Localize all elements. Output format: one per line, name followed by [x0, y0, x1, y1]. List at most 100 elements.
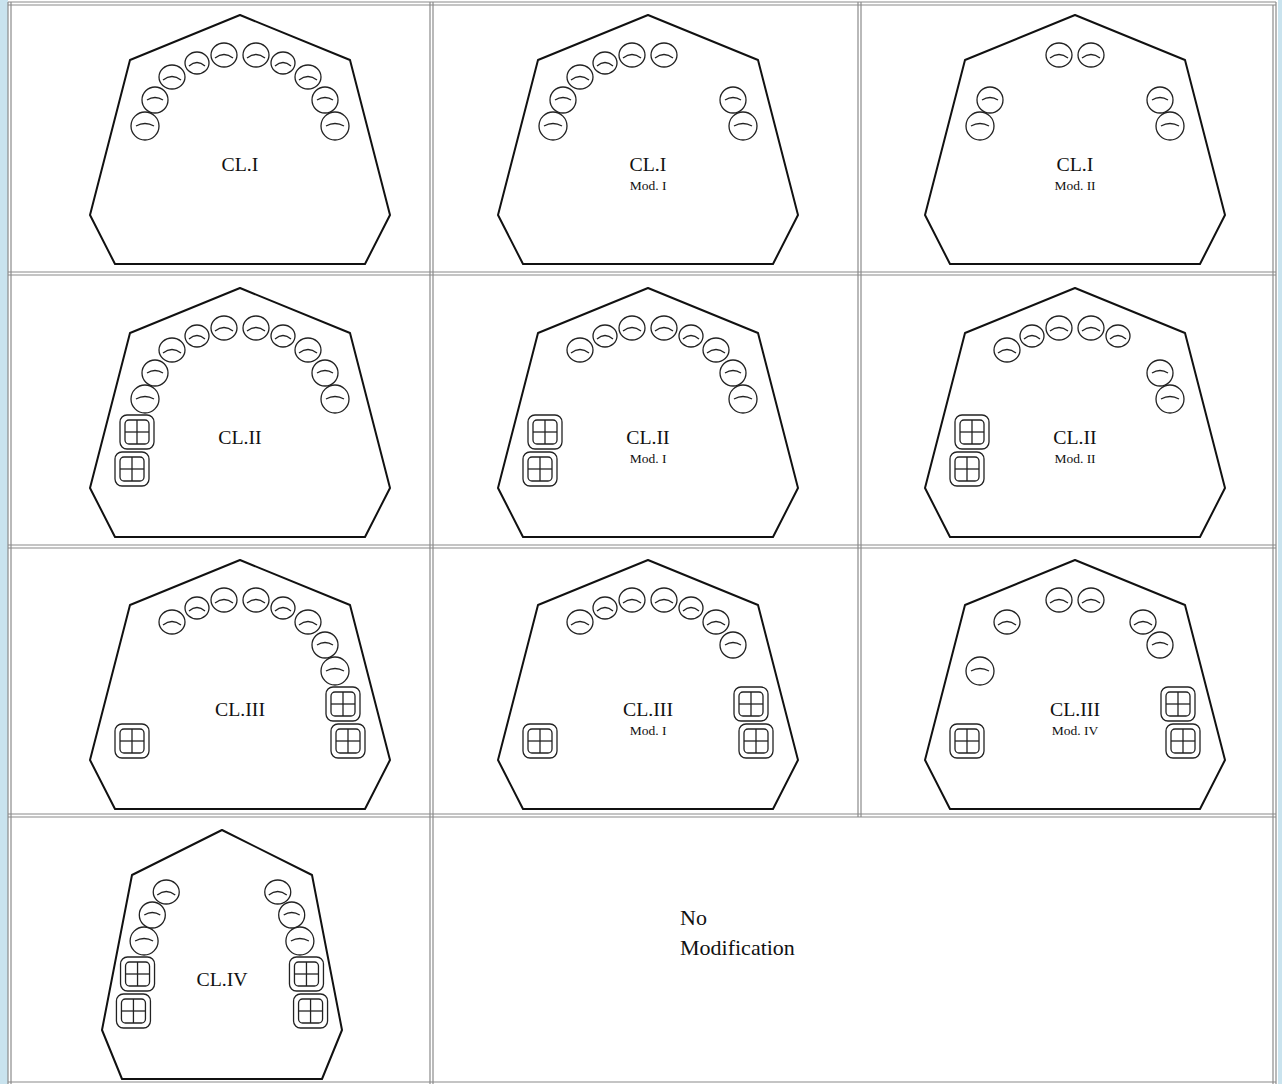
tooth	[679, 325, 703, 347]
tooth	[977, 87, 1003, 113]
tooth	[1046, 43, 1072, 67]
tooth	[720, 360, 746, 386]
tooth	[243, 43, 269, 67]
tooth	[523, 452, 557, 486]
tooth	[131, 385, 159, 413]
tooth	[312, 87, 338, 113]
class-label-group: CL.IIMod. II	[925, 424, 1225, 468]
arch-outline	[498, 15, 798, 265]
tooth	[159, 338, 185, 362]
tooth	[523, 724, 557, 758]
tooth	[265, 880, 291, 904]
arch-outline	[90, 560, 390, 810]
tooth	[729, 112, 757, 140]
tooth	[115, 724, 149, 758]
tooth	[1078, 43, 1104, 67]
tooth	[994, 338, 1020, 362]
tooth	[1147, 360, 1173, 386]
tooth	[271, 597, 295, 619]
dental-arch: CL.IMod. II	[925, 15, 1225, 265]
tooth	[286, 927, 314, 955]
class-label-group: CL.III	[90, 696, 390, 722]
arch-outline	[90, 15, 390, 265]
tooth	[131, 112, 159, 140]
dental-arch: CL.II	[90, 288, 390, 538]
tooth	[720, 87, 746, 113]
modification-label: Mod. I	[498, 450, 798, 468]
class-label: CL.II	[90, 424, 390, 450]
class-label: CL.III	[90, 696, 390, 722]
class-label: CL.IV	[102, 966, 342, 992]
tooth	[289, 957, 323, 991]
tooth	[651, 316, 677, 340]
arch-outline	[925, 15, 1225, 265]
modification-label: Mod. I	[498, 722, 798, 740]
tooth	[619, 43, 645, 67]
tooth	[142, 87, 168, 113]
dental-arch: CL.IIIMod. I	[498, 560, 798, 810]
tooth	[294, 994, 328, 1028]
arch-outline	[925, 288, 1225, 538]
tooth	[321, 657, 349, 685]
tooth	[142, 360, 168, 386]
tooth	[679, 597, 703, 619]
tooth	[1147, 632, 1173, 658]
arch-outline	[498, 288, 798, 538]
note-text: No Modification	[680, 903, 820, 963]
tooth	[739, 724, 773, 758]
tooth	[312, 360, 338, 386]
tooth	[153, 880, 179, 904]
tooth	[321, 385, 349, 413]
tooth	[185, 325, 209, 347]
tooth	[1078, 316, 1104, 340]
tooth	[703, 338, 729, 362]
class-label-group: CL.IMod. I	[498, 151, 798, 195]
class-label: CL.III	[925, 696, 1225, 722]
arch-outline	[498, 560, 798, 810]
tooth	[271, 325, 295, 347]
tooth	[1078, 588, 1104, 612]
tooth	[120, 415, 154, 449]
tooth	[1147, 87, 1173, 113]
tooth	[211, 316, 237, 340]
class-label: CL.I	[90, 151, 390, 177]
tooth	[295, 338, 321, 362]
dental-arch: CL.I	[90, 15, 390, 265]
tooth	[950, 724, 984, 758]
class-label-group: CL.IMod. II	[925, 151, 1225, 195]
class-label: CL.II	[498, 424, 798, 450]
tooth	[1166, 724, 1200, 758]
class-label-group: CL.II	[90, 424, 390, 450]
tooth	[966, 112, 994, 140]
tooth	[1156, 112, 1184, 140]
tooth	[1130, 610, 1156, 634]
tooth	[185, 597, 209, 619]
modification-label: Mod. II	[925, 177, 1225, 195]
dental-arch: CL.IMod. I	[498, 15, 798, 265]
tooth	[528, 415, 562, 449]
tooth	[550, 87, 576, 113]
arch-outline	[925, 560, 1225, 810]
tooth	[994, 610, 1020, 634]
tooth	[312, 632, 338, 658]
tooth	[651, 588, 677, 612]
tooth	[121, 957, 155, 991]
tooth	[159, 610, 185, 634]
tooth	[593, 52, 617, 74]
tooth	[729, 385, 757, 413]
tooth	[734, 687, 768, 721]
tooth	[1161, 687, 1195, 721]
tooth	[295, 610, 321, 634]
tooth	[211, 588, 237, 612]
tooth	[243, 316, 269, 340]
dental-arch: CL.IIMod. II	[925, 288, 1225, 538]
dental-arch: CL.IIIMod. IV	[925, 560, 1225, 810]
class-label: CL.III	[498, 696, 798, 722]
tooth	[243, 588, 269, 612]
tooth	[321, 112, 349, 140]
tooth	[567, 65, 593, 89]
dental-arch: CL.IIMod. I	[498, 288, 798, 538]
tooth	[185, 52, 209, 74]
tooth	[326, 687, 360, 721]
tooth	[720, 632, 746, 658]
